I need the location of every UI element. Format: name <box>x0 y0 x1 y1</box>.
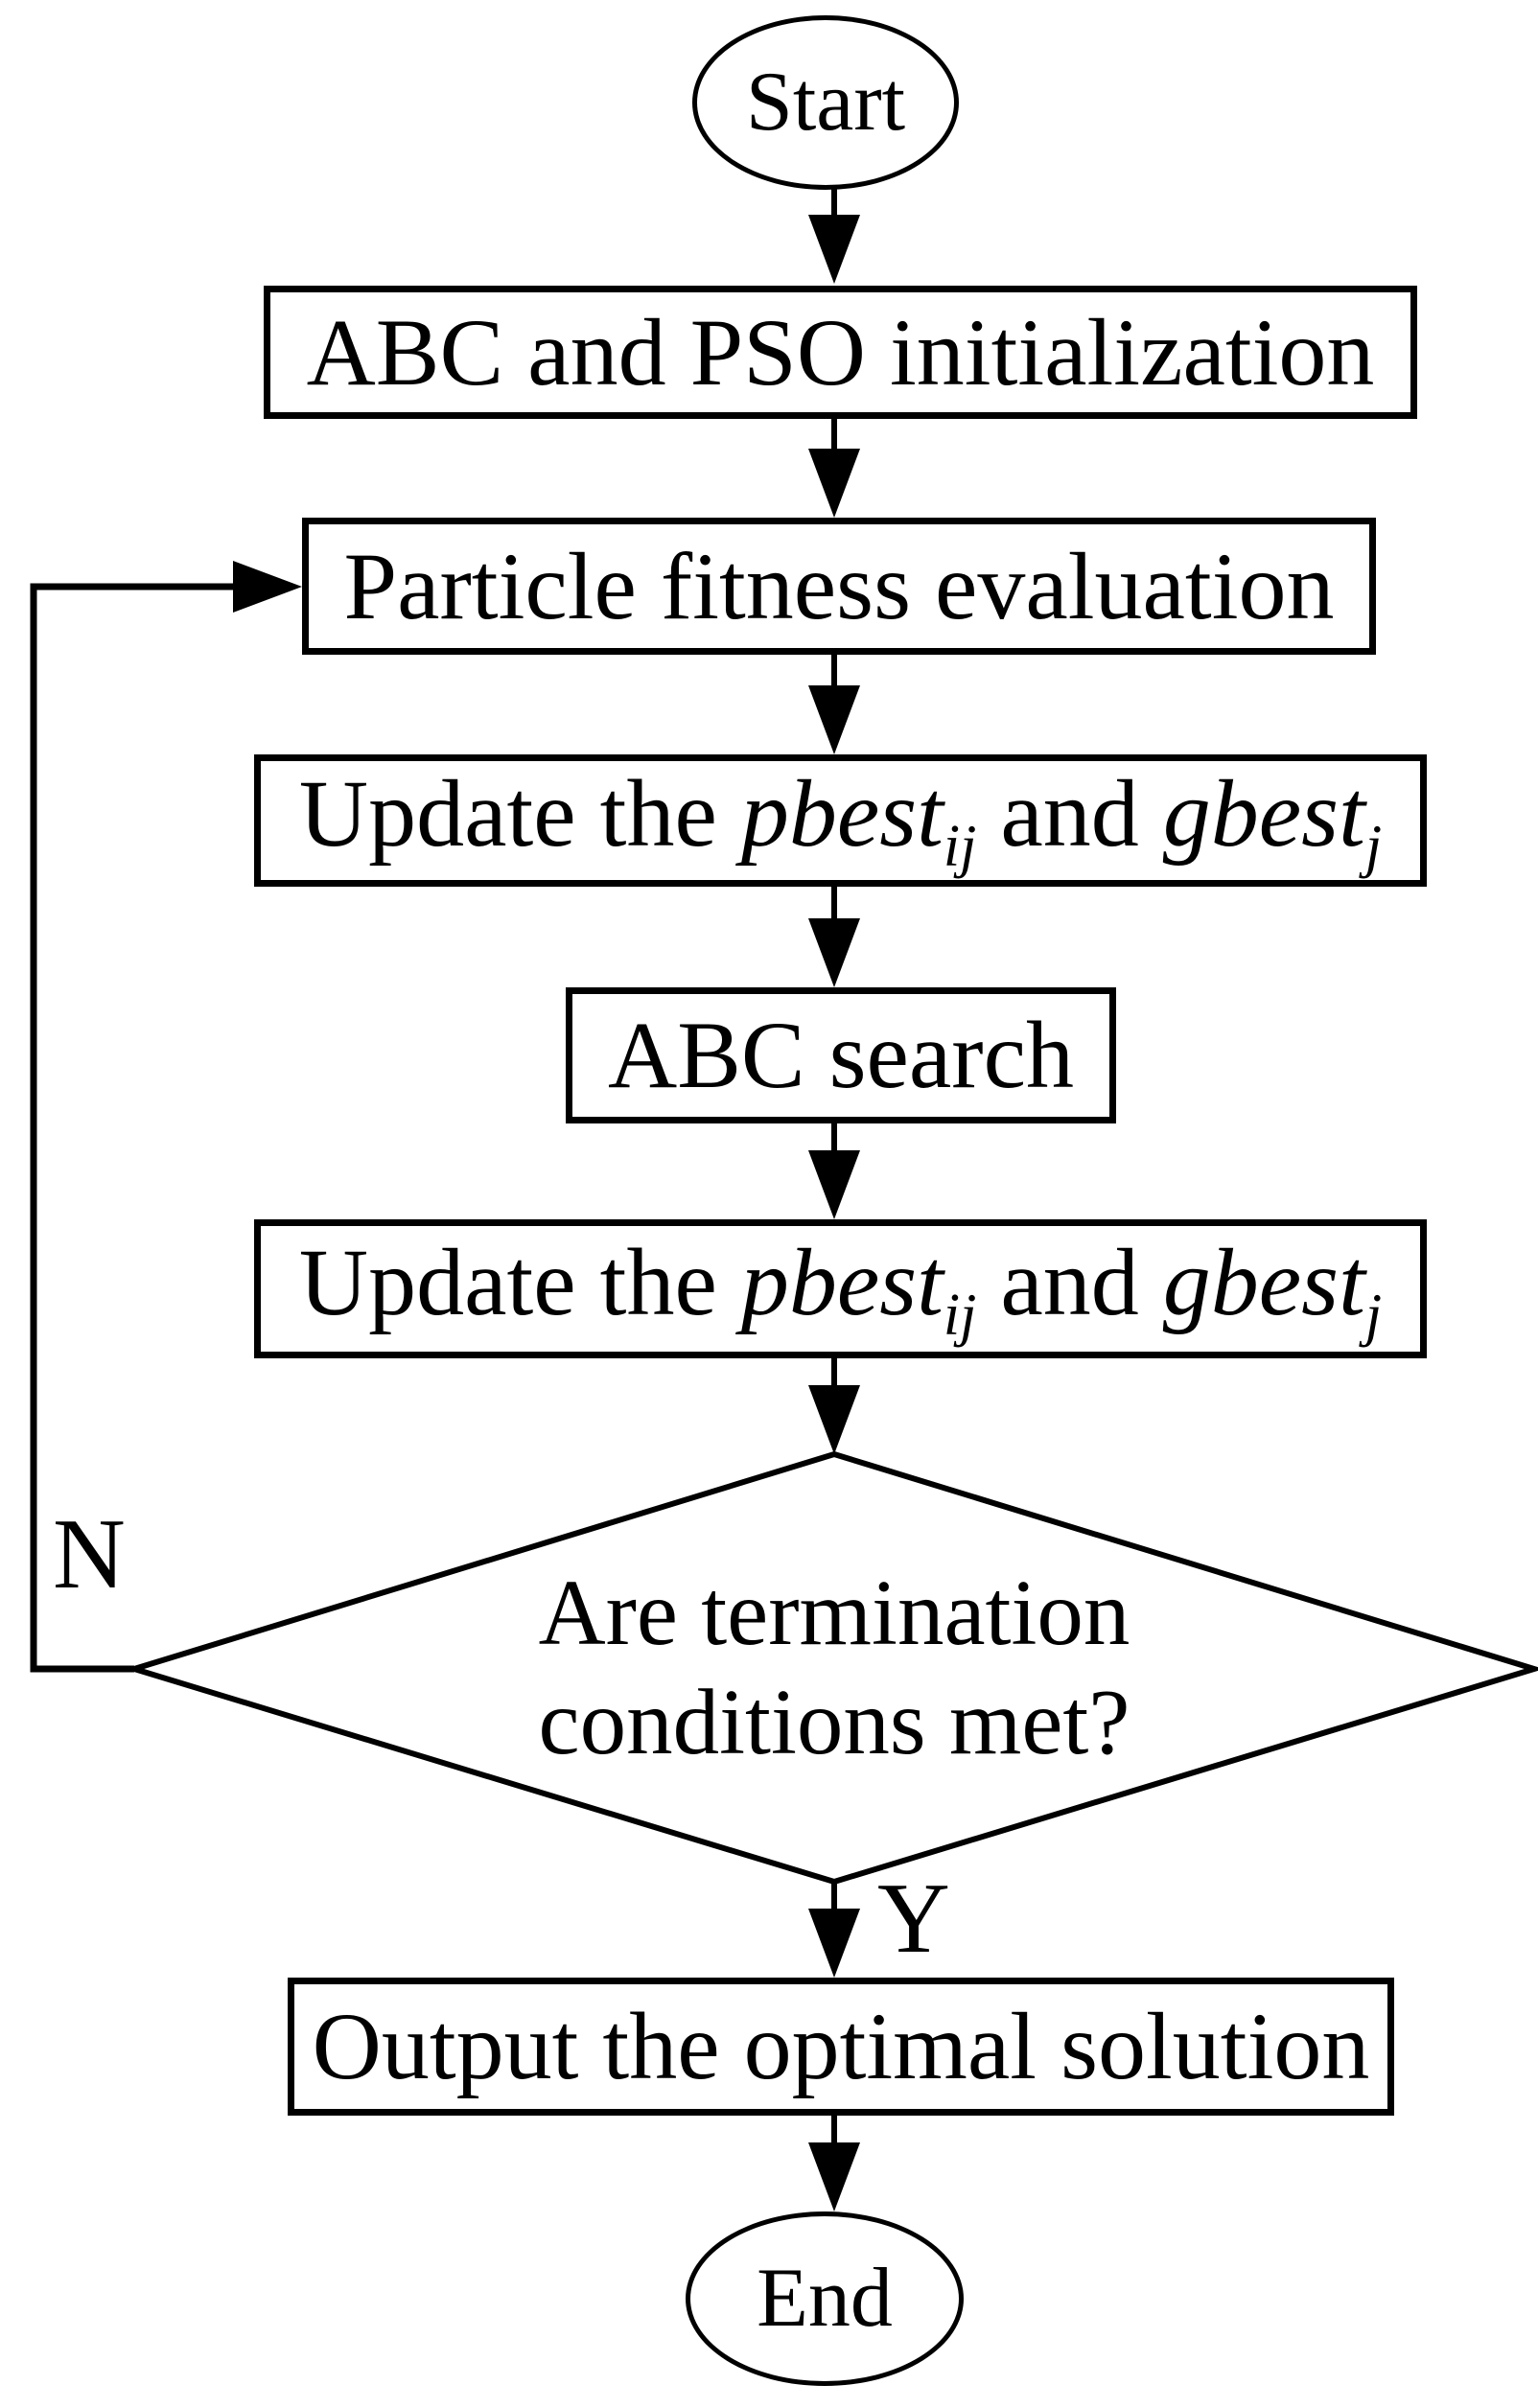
update-pbest-gbest-box-2: Update the pbestij and gbestj <box>254 1219 1427 1358</box>
output-optimal-solution-label: Output the optimal solution <box>312 1993 1370 2099</box>
termination-decision-label: Are termination conditions met? <box>538 1561 1130 1773</box>
abc-search-label: ABC search <box>608 1002 1074 1108</box>
particle-fitness-evaluation-box: Particle fitness evaluation <box>302 518 1376 655</box>
start-node: Start <box>692 15 959 190</box>
edge-label-yes: Y <box>877 1862 950 1974</box>
arrowhead-abcsearch-to-update2 <box>808 1150 860 1219</box>
arrowhead-decision-to-output <box>808 1909 860 1978</box>
update-pbest-gbest-label-2: Update the pbestij and gbestj <box>298 1228 1383 1348</box>
termination-decision-text: Are termination conditions met? <box>134 1454 1534 1882</box>
arrowhead-start-to-init <box>808 215 860 284</box>
arrowhead-output-to-end <box>808 2142 860 2211</box>
end-node: End <box>686 2211 964 2386</box>
edge-label-no: N <box>53 1497 126 1609</box>
arrowhead-decision-to-fitness-loop <box>233 561 302 613</box>
update-pbest-gbest-box-1: Update the pbestij and gbestj <box>254 754 1427 887</box>
arrowhead-fitness-to-update1 <box>808 685 860 754</box>
update-pbest-gbest-label-1: Update the pbestij and gbestj <box>298 760 1383 880</box>
end-label: End <box>757 2251 893 2345</box>
particle-fitness-evaluation-label: Particle fitness evaluation <box>343 532 1335 639</box>
arrowhead-update1-to-abcsearch <box>808 918 860 987</box>
arrowhead-init-to-fitness <box>808 449 860 518</box>
output-optimal-solution-box: Output the optimal solution <box>288 1978 1394 2116</box>
abc-pso-initialization-label: ABC and PSO initialization <box>306 298 1375 405</box>
abc-pso-initialization-box: ABC and PSO initialization <box>264 286 1417 419</box>
start-label: Start <box>745 55 906 149</box>
abc-search-box: ABC search <box>566 987 1116 1123</box>
arrowhead-update2-to-decision <box>808 1385 860 1454</box>
